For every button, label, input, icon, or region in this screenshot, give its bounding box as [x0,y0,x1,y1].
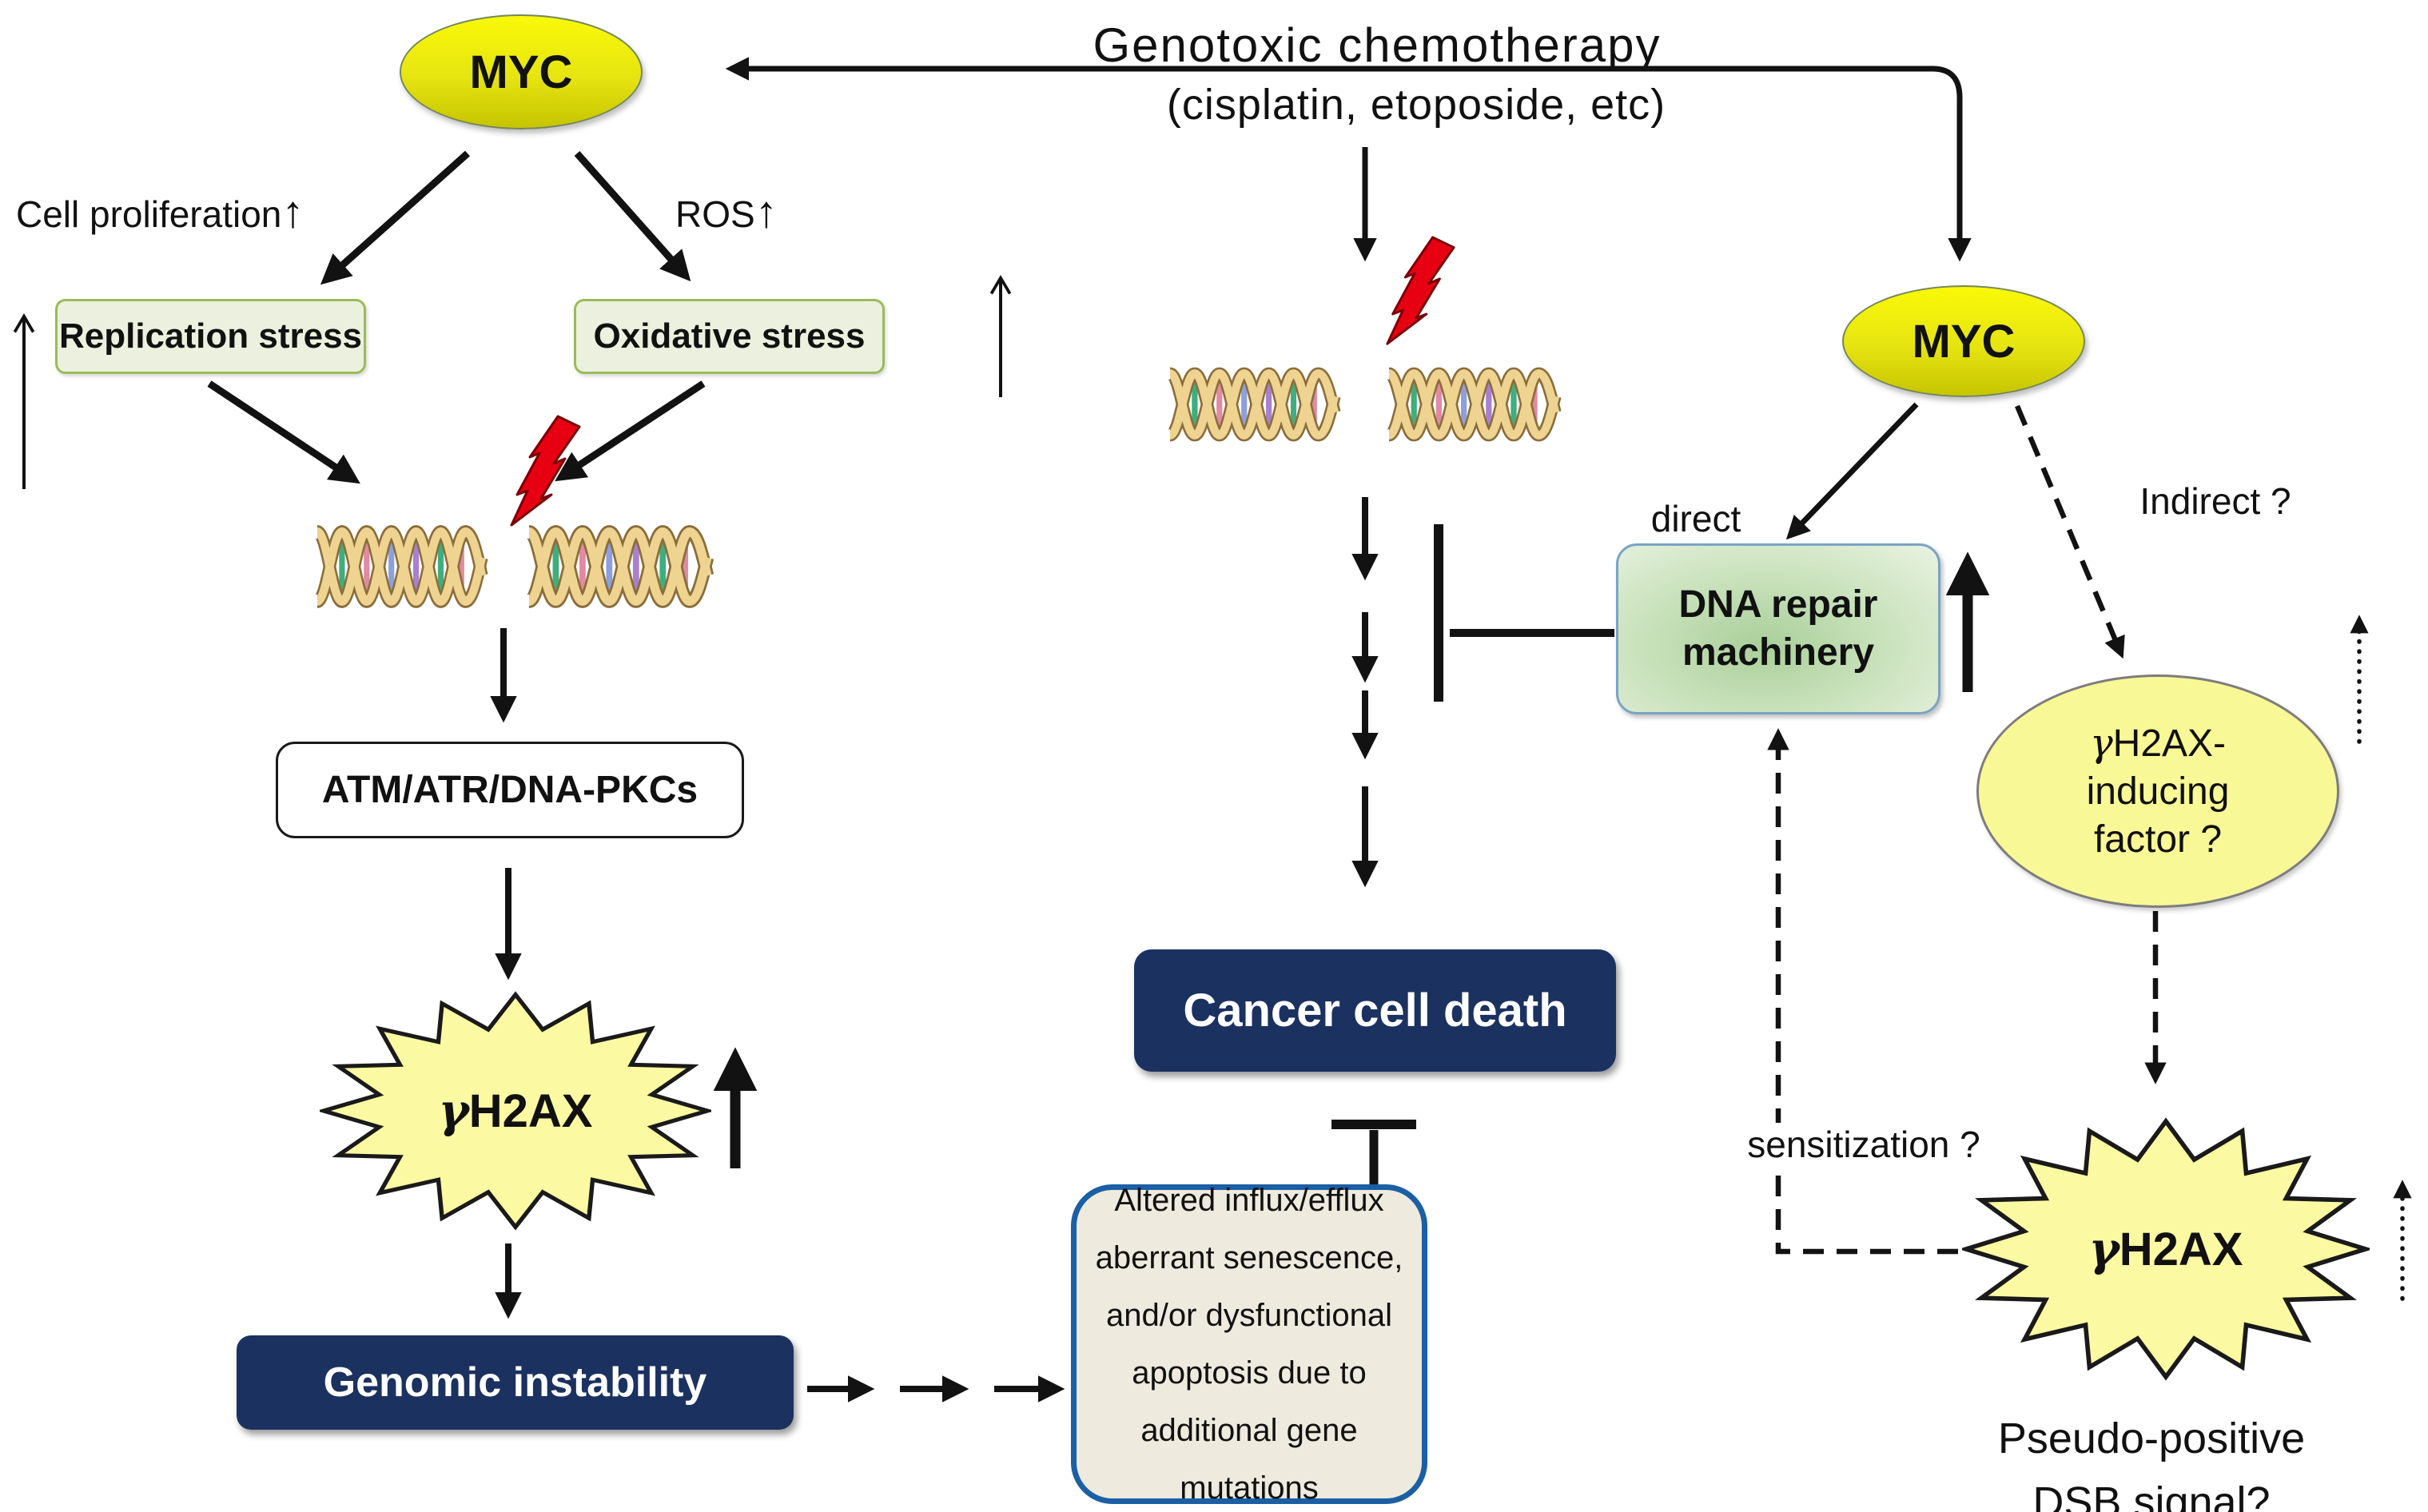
pseudo-line1: Pseudo-positive [1997,1415,2306,1462]
indirect-label: Indirect ? [2139,480,2291,522]
lightning-icon [1386,236,1455,345]
kinases-label: ATM/ATR/DNA-PKCs [321,769,699,811]
myc-node-left: MYC [400,14,643,129]
cancer-cell-death-box: Cancer cell death [1134,949,1616,1072]
ros-text: ROS [675,193,755,235]
arrow-chemo-to-myc-right [1734,66,1972,262]
genomic-instability-box: Genomic instability [237,1335,794,1430]
arrow-oxidative-to-dna [555,380,706,482]
h2ax-text: H2AX [2119,1223,2243,1275]
genomic-instability-label: Genomic instability [323,1359,707,1406]
up-arrow-icon: ↑ [754,186,778,237]
inducing-line1: γH2AX- [2090,719,2226,768]
arrow-myc-direct-to-repair [1785,402,1919,540]
chemo-subtitle: (cisplatin, etoposide, etc) [1166,81,1666,129]
pseudo-positive-caption: Pseudo-positive DSB signal? [1998,1407,2305,1512]
altered-line: apoptosis due to [1132,1355,1367,1391]
arrow-replication-to-dna [207,380,360,484]
arrow-myc-to-oxidative [574,151,691,282]
gamma-symbol: γ [438,1084,469,1138]
replication-stress-label: Replication stress [58,316,363,356]
inducing-line2: inducing [2086,770,2230,813]
pseudo-line2: DSB signal? [2032,1478,2271,1512]
myc-label: MYC [469,46,573,98]
dna-helix-icon [317,532,482,602]
myc-label: MYC [1912,315,2016,368]
h2ax-inducing-factor-ellipse: γH2AX- inducing factor ? [1976,674,2339,908]
h2ax-text: H2AX [468,1084,593,1137]
altered-line: and/or dysfunctional [1105,1298,1392,1333]
inducing-line1-text: H2AX- [2112,722,2227,765]
myc-node-right: MYC [1842,285,2085,397]
dna-repair-line1: DNA repair [1678,583,1878,626]
starburst-shape [320,991,711,1231]
sensitization-label: sensitization ? [1741,1123,1987,1166]
cell-proliferation-text: Cell proliferation [16,193,282,235]
altered-line: Altered influx/efflux [1114,1183,1384,1218]
arrow-myc-to-replication [320,150,470,285]
chemo-title: Genotoxic chemotherapy [1093,18,1662,72]
dna-helix-icon [1389,373,1555,436]
dashed-arrow-sensitization [1767,728,1958,1255]
cancer-cell-death-label: Cancer cell death [1183,985,1567,1037]
altered-outcomes-box: Altered influx/efflux aberrant senescenc… [1071,1183,1427,1506]
kinases-box: ATM/ATR/DNA-PKCs [276,742,744,838]
dna-repair-box: DNA repair machinery [1616,543,1940,714]
cell-proliferation-label: Cell proliferation↑ [16,185,304,237]
inducing-line3: factor ? [2093,818,2223,861]
dna-repair-line2: machinery [1682,631,1875,674]
up-arrow-icon: ↑ [281,186,304,237]
replication-stress-box: Replication stress [55,299,366,374]
direct-label: direct [1650,498,1741,539]
altered-line: additional gene mutations [1140,1413,1358,1506]
oxidative-stress-box: Oxidative stress [574,299,885,374]
starburst-shape [1962,1117,2370,1381]
gamma-symbol: γ [2088,1222,2120,1276]
dna-helix-icon [1170,373,1335,436]
dna-helix-icon [529,532,707,602]
ros-label: ROS↑ [675,185,778,237]
oxidative-stress-label: Oxidative stress [593,316,866,356]
dashed-arrow-myc-indirect [2015,404,2125,659]
altered-line: aberrant senescence, [1095,1240,1403,1275]
gamma-symbol: γ [2089,720,2113,766]
